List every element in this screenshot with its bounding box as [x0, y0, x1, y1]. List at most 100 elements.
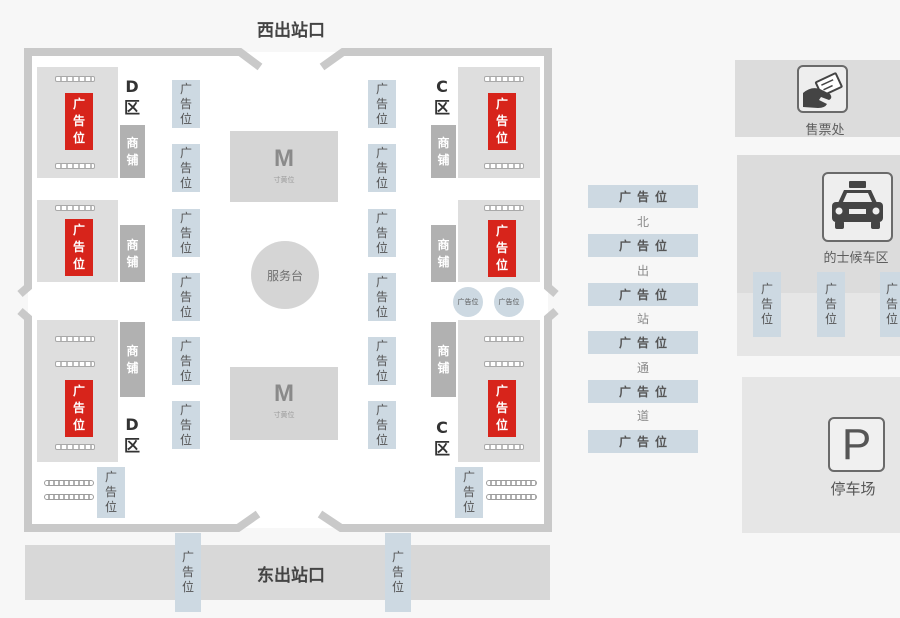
ad-spot-right-column: 广告位	[368, 273, 396, 321]
ad-spot-left-column: 广告位	[172, 209, 200, 257]
ad-panel-red: 广告位	[65, 380, 93, 437]
ad-label: 广告位	[825, 282, 838, 326]
ad-spot-left-column: 广告位	[172, 273, 200, 321]
taxi-icon	[822, 172, 893, 242]
ad-spot-right-column: 广告位	[368, 337, 396, 385]
west-exit-label: 西出站口	[257, 20, 325, 41]
shop: 商铺	[120, 225, 145, 282]
ad-label: 广告位	[180, 274, 193, 319]
wall-southeast	[317, 307, 559, 532]
ad-spot-round: 广告位	[494, 287, 524, 317]
ad-spot-passage: 广告位	[588, 234, 698, 257]
escalator-icon	[55, 361, 95, 367]
escalator-icon	[55, 163, 95, 169]
shop: 商铺	[431, 322, 456, 397]
ad-spot-passage: 广告位	[588, 380, 698, 403]
ad-label: 广告位	[376, 145, 389, 190]
ad-spot-left-column: 广告位	[172, 144, 200, 192]
ad-spot-corner: 广告位	[97, 467, 125, 518]
ad-spot-east-exit: 广告位	[175, 533, 201, 612]
escalator-icon	[486, 480, 537, 486]
east-exit-label: 东出站口	[257, 565, 325, 586]
ad-panel-red: 广告位	[65, 93, 93, 150]
ad-label: 广告位	[886, 282, 899, 326]
ad-spot-taxi: 广告位	[817, 272, 845, 337]
escalator-icon	[44, 494, 94, 500]
ad-label: 广告位	[376, 274, 389, 319]
escalator-icon	[484, 361, 524, 367]
ticket-hand-icon	[797, 65, 848, 113]
passage-label-char: 站	[636, 311, 649, 326]
ad-label: 广告位	[73, 223, 86, 271]
ad-label: 广告位	[180, 338, 193, 383]
parking-label: 停车场	[830, 479, 876, 498]
ad-panel-red: 广告位	[488, 380, 516, 437]
ad-spot-passage: 广告位	[588, 283, 698, 306]
ad-panel-red: 广告位	[488, 93, 516, 150]
wall-northeast	[319, 48, 559, 298]
ad-label: 广告位	[496, 97, 509, 145]
shop: 商铺	[120, 125, 145, 178]
escalator-icon	[55, 336, 95, 342]
passage-label-char: 道	[636, 408, 649, 423]
ad-label: 广告位	[496, 224, 509, 272]
kiosk-caption: 寸黄位	[273, 176, 295, 184]
ad-label: 广告位	[376, 402, 389, 447]
shop-label: 商铺	[126, 237, 139, 269]
ad-panel-red: 广告位	[488, 220, 516, 277]
escalator-icon	[44, 480, 94, 486]
escalator-icon	[484, 444, 524, 450]
ad-spot-passage: 广告位	[588, 430, 698, 453]
escalator-icon	[55, 444, 95, 450]
zone-label: C区	[434, 418, 451, 458]
escalator-icon	[484, 336, 524, 342]
escalator-icon	[484, 205, 524, 211]
east-exit-hall	[25, 545, 550, 600]
ad-label: 广告位	[180, 81, 193, 126]
kiosk-lower: M 寸黄位	[230, 367, 338, 440]
wall-southwest	[17, 307, 261, 532]
kiosk-upper: M 寸黄位	[230, 131, 338, 202]
ad-label: 广告位	[761, 282, 774, 326]
ad-spot-corner: 广告位	[455, 467, 483, 518]
shop-label: 商铺	[437, 343, 450, 375]
kiosk-caption: 寸黄位	[273, 411, 295, 419]
ad-label: 广告位	[392, 550, 405, 594]
ad-spot-right-column: 广告位	[368, 144, 396, 192]
zone-label: D区	[124, 415, 141, 455]
escalator-icon	[55, 205, 95, 211]
shop-label: 商铺	[126, 343, 139, 375]
ad-spot-round: 广告位	[453, 287, 483, 317]
ad-spot-right-column: 广告位	[368, 401, 396, 449]
ad-spot-east-exit: 广告位	[385, 533, 411, 612]
ad-label: 广告位	[496, 384, 509, 432]
taxi-icon-graphic	[832, 181, 883, 229]
ad-spot-left-column: 广告位	[172, 401, 200, 449]
ad-panel-red: 广告位	[65, 219, 93, 276]
ad-label: 广告位	[376, 338, 389, 383]
service-desk: 服务台	[251, 241, 319, 309]
escalator-icon	[484, 163, 524, 169]
escalator-icon	[484, 76, 524, 82]
passage-label-char: 北	[636, 214, 649, 229]
shop-label: 商铺	[437, 135, 450, 167]
ticket-office-label: 售票处	[805, 122, 845, 138]
ad-spot-left-column: 广告位	[172, 80, 200, 128]
escalator-icon	[55, 76, 95, 82]
zone-c-upper-label: C区	[432, 76, 452, 120]
ad-spot-passage: 广告位	[588, 331, 698, 354]
escalator-icon	[486, 494, 537, 500]
ad-spot-taxi: 广告位	[880, 272, 900, 337]
metro-logo: M	[274, 145, 294, 172]
ad-label: 广告位	[73, 97, 86, 145]
shop-label: 商铺	[437, 237, 450, 269]
zone-c-lower-label: C区	[432, 417, 452, 461]
ad-spot-right-column: 广告位	[368, 80, 396, 128]
zone-label: C区	[434, 77, 451, 117]
ticket-hand-icon-graphic	[803, 72, 843, 108]
ad-spot-taxi: 广告位	[753, 272, 781, 337]
zone-d-lower-label: D区	[122, 414, 142, 458]
ad-label: 广告位	[182, 550, 195, 594]
ad-spot-right-column: 广告位	[368, 209, 396, 257]
